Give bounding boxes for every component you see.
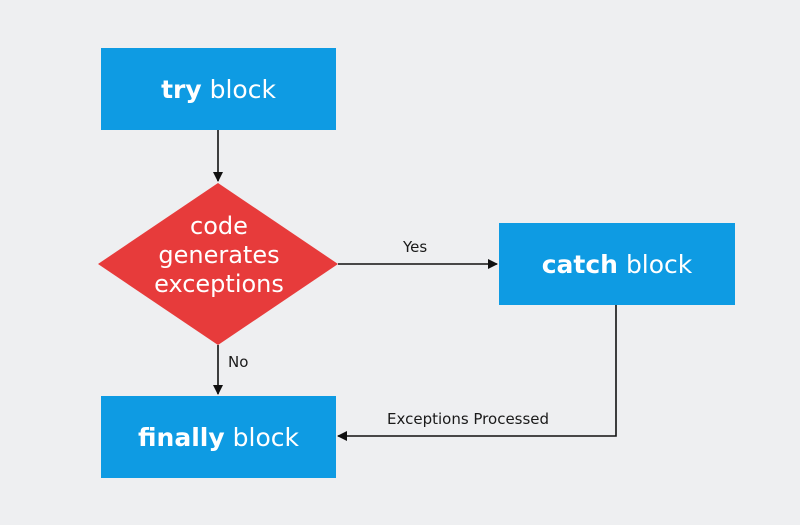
decision-line-2: generates [158, 241, 280, 269]
try-block-box: try block [101, 48, 336, 130]
finally-block-box: finally block [101, 396, 336, 478]
catch-keyword: catch [541, 249, 618, 279]
try-keyword: try [161, 74, 202, 104]
arrow-catch-to-finally [337, 305, 617, 441]
decision-diamond [98, 183, 338, 345]
catch-block-text: block [625, 249, 693, 279]
exceptions-processed-label: Exceptions Processed [387, 410, 550, 428]
yes-label: Yes [403, 238, 428, 256]
catch-block-box: catch block [499, 223, 735, 305]
decision-line-1: code [190, 212, 248, 240]
decision-label: code generates exceptions [138, 212, 300, 299]
decision-line-3: exceptions [154, 270, 284, 298]
finally-block-text: block [232, 422, 299, 452]
no-label: No [228, 353, 249, 371]
try-block-text: block [209, 74, 276, 104]
finally-keyword: finally [138, 422, 225, 452]
